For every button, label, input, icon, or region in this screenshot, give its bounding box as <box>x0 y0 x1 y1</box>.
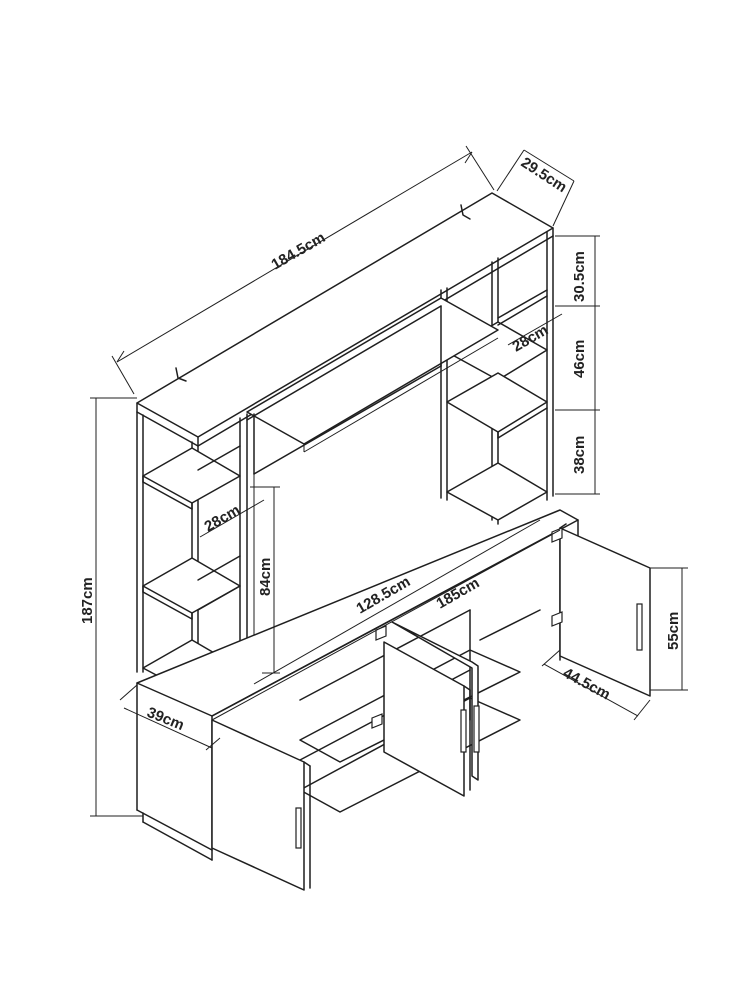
dim-base-width <box>211 529 561 721</box>
dim-top-width <box>111 145 495 395</box>
dim-total-height <box>90 397 143 817</box>
center-opening-frame <box>246 297 499 680</box>
door-right-open <box>559 523 651 697</box>
dim-opening-height <box>250 486 280 674</box>
label-middle-shelf-height: 46cm <box>571 340 588 378</box>
door-center-right-open <box>391 621 480 781</box>
label-opening-height: 84cm <box>257 558 274 596</box>
dim-right-shelf-depth <box>507 313 563 346</box>
label-left-shelf-depth: 28cm <box>202 502 244 536</box>
dim-left-shelf-depth <box>199 499 265 538</box>
wall-bracket-right <box>460 204 471 220</box>
dim-base-side-depth <box>541 649 651 721</box>
dim-right-heights <box>555 235 600 495</box>
label-total-height: 187cm <box>79 577 96 624</box>
wall-bracket-left <box>175 367 187 382</box>
base-cabinet <box>136 509 579 861</box>
label-door-height: 55cm <box>665 612 682 650</box>
dim-door-height <box>650 567 688 691</box>
dim-opening-width <box>253 519 541 685</box>
dim-top-depth <box>496 149 575 227</box>
label-top-shelf-height: 30.5cm <box>571 251 588 302</box>
label-top-depth: 29.5cm <box>518 154 570 196</box>
label-base-depth: 39cm <box>145 704 187 734</box>
door-left-open <box>211 719 311 891</box>
label-top-width: 184.5cm <box>269 229 329 273</box>
dim-base-depth <box>119 684 221 751</box>
hinge-icons <box>371 527 563 729</box>
door-center-left-open <box>383 641 471 797</box>
label-lower-shelf-height: 38cm <box>571 436 588 474</box>
